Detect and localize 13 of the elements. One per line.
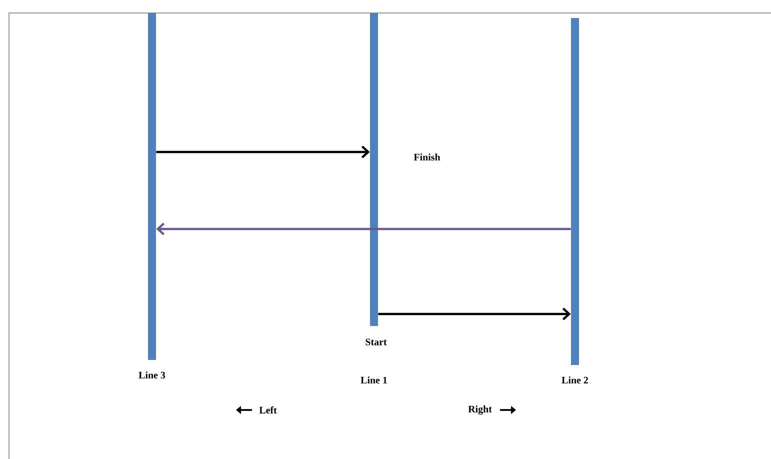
vertical-bar bbox=[571, 18, 579, 365]
vertical-bar bbox=[370, 13, 378, 326]
label: Finish bbox=[414, 153, 440, 160]
arrow bbox=[156, 146, 370, 158]
line-label: Line 2 bbox=[562, 376, 588, 384]
label: Start bbox=[366, 338, 387, 346]
vertical-bar bbox=[148, 13, 156, 360]
label: Left bbox=[259, 406, 277, 414]
arrow bbox=[378, 308, 571, 320]
label: Line 1 bbox=[360, 376, 387, 384]
label: Right bbox=[468, 405, 492, 415]
line-label: Line 3 bbox=[138, 371, 166, 378]
arrow bbox=[156, 222, 571, 236]
